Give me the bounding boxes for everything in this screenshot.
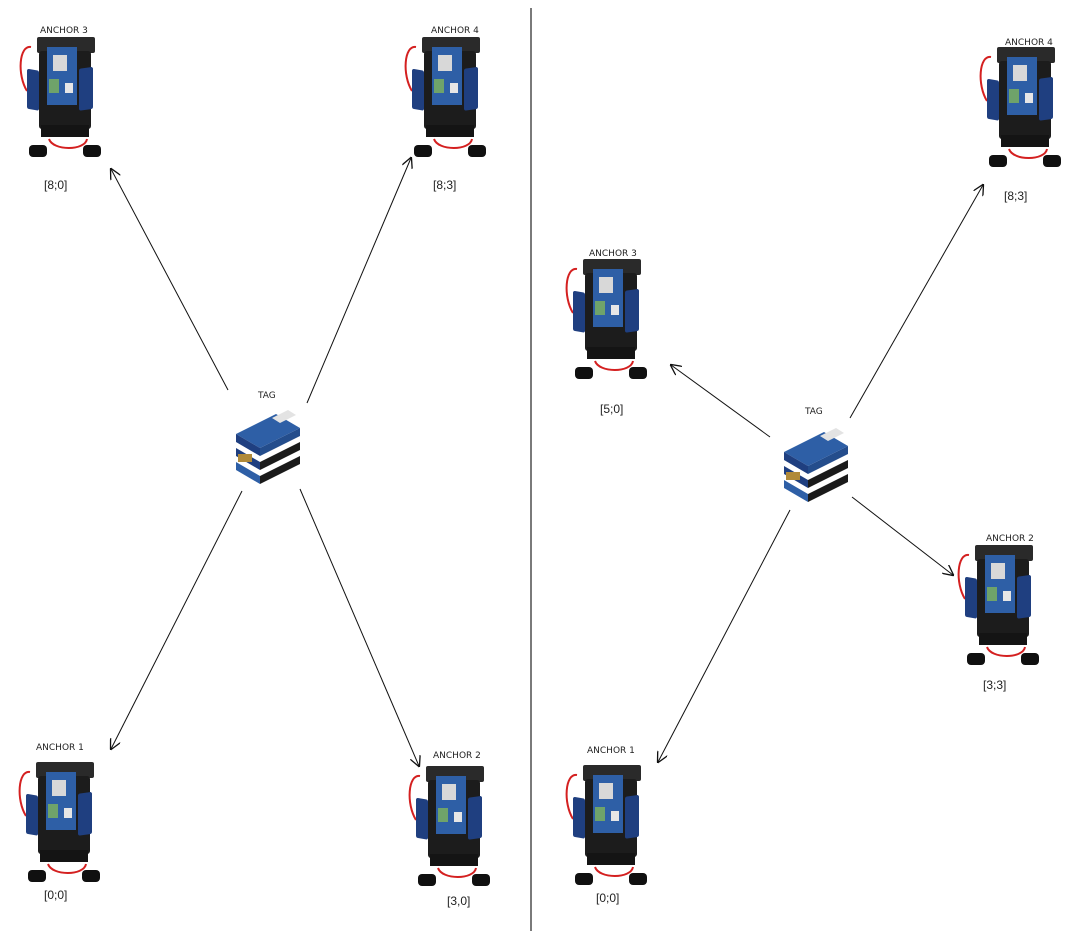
anchor-1-label: ANCHOR 1 xyxy=(587,746,635,756)
arrow-tag-to-anchor-1 xyxy=(658,509,791,762)
anchor-2: ANCHOR 2 [3;3] xyxy=(957,534,1040,692)
arrow-tag-to-anchor-3 xyxy=(671,365,771,438)
anchor-1-coord: [0;0] xyxy=(44,888,67,902)
tag-device: TAG xyxy=(236,391,300,484)
anchor-4: ANCHOR 4 [8;3] xyxy=(404,26,487,192)
anchor-3-label: ANCHOR 3 xyxy=(40,26,88,36)
anchor-4: ANCHOR 4 [8;3] xyxy=(979,38,1062,203)
anchor-3: ANCHOR 3 [8;0] xyxy=(19,26,103,192)
anchor-2-coord: [3;3] xyxy=(983,678,1006,692)
arrow-tag-to-anchor-2 xyxy=(851,496,953,575)
right-scene: TAG ANCHOR 3 [5;0] ANCHOR 4 [8;3] ANCHOR… xyxy=(565,38,1062,905)
anchor-2: ANCHOR 2 [3,0] xyxy=(408,751,491,908)
anchor-3-coord: [5;0] xyxy=(600,402,623,416)
arrow-tag-to-anchor-2 xyxy=(299,488,419,766)
tag-device: TAG xyxy=(784,407,848,502)
anchor-3-label: ANCHOR 3 xyxy=(589,249,637,259)
anchor-4-label: ANCHOR 4 xyxy=(1005,38,1053,48)
anchor-4-label: ANCHOR 4 xyxy=(431,26,479,36)
anchor-4-coord: [8;3] xyxy=(1004,189,1027,203)
arrow-tag-to-anchor-4 xyxy=(306,158,411,404)
anchor-2-label: ANCHOR 2 xyxy=(986,534,1034,544)
tag-label: TAG xyxy=(257,391,276,401)
arrow-tag-to-anchor-3 xyxy=(111,169,229,391)
anchor-4-coord: [8;3] xyxy=(433,178,456,192)
tag-label: TAG xyxy=(804,407,823,417)
anchor-3: ANCHOR 3 [5;0] xyxy=(565,249,648,416)
anchor-1: ANCHOR 1 [0;0] xyxy=(565,746,648,905)
arrow-tag-to-anchor-4 xyxy=(849,185,983,419)
anchor-2-coord: [3,0] xyxy=(447,894,470,908)
anchor-2-label: ANCHOR 2 xyxy=(433,751,481,761)
arrow-tag-to-anchor-1 xyxy=(111,490,243,749)
anchor-1-label: ANCHOR 1 xyxy=(36,743,84,753)
anchor-3-coord: [8;0] xyxy=(44,178,67,192)
anchor-1: ANCHOR 1 [0;0] xyxy=(18,743,102,902)
left-scene: TAG ANCHOR 3 [8;0] ANCHOR 4 [8;3] ANCHOR… xyxy=(18,26,491,908)
anchor-1-coord: [0;0] xyxy=(596,891,619,905)
